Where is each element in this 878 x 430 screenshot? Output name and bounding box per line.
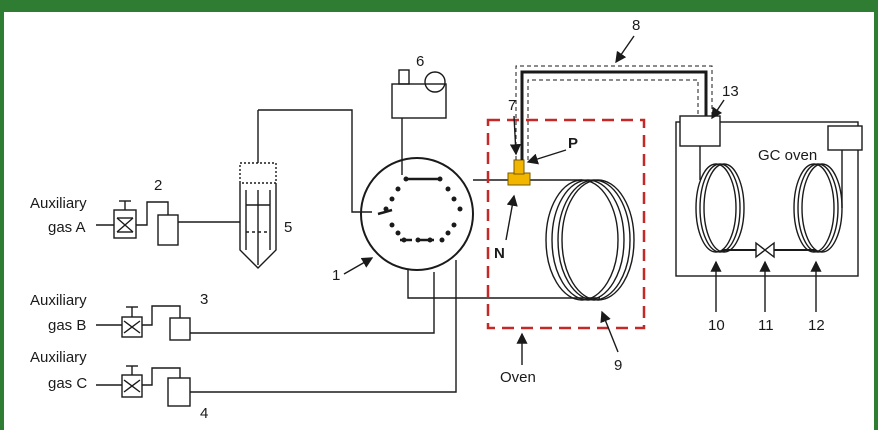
oven-enclosure: [486, 118, 646, 330]
gc-detector: [827, 125, 863, 151]
arrow-8: [615, 35, 635, 64]
transfer-line: [515, 65, 713, 160]
callout-11: 11: [758, 317, 774, 334]
callout-6: 6: [416, 53, 424, 70]
callout-10: 10: [708, 317, 725, 334]
arrow-7: [509, 115, 522, 156]
arrow-1: [343, 257, 374, 275]
callout-9: 9: [614, 357, 622, 374]
gas-b-line: [96, 272, 435, 341]
callout-13: 13: [722, 83, 739, 100]
label-aux-gas-a-line2: gas A: [48, 219, 86, 236]
arrow-13: [711, 99, 725, 120]
label-n: N: [494, 245, 505, 262]
arrow-n: [505, 194, 518, 241]
callout-7: 7: [508, 97, 516, 114]
valve-ports: [377, 176, 463, 243]
callout-1: 1: [332, 267, 340, 284]
arrow-p: [526, 149, 567, 165]
pump: [391, 69, 447, 175]
label-aux-gas-c-line1: Auxiliary: [30, 349, 87, 366]
label-aux-gas-c-line2: gas C: [48, 375, 87, 392]
valve-11: [755, 241, 775, 259]
label-p: P: [568, 135, 578, 152]
label-aux-gas-b-line2: gas B: [48, 317, 86, 334]
label-aux-gas-a-line1: Auxiliary: [30, 195, 87, 212]
gas-a-line: [96, 200, 240, 246]
gc-column-12: [793, 150, 843, 253]
gc-oven-enclosure: [675, 121, 859, 277]
valve-connections: [407, 179, 600, 299]
arrow-9: [600, 310, 619, 353]
callout-4: 4: [200, 405, 208, 422]
column-coil: [530, 179, 635, 301]
sample-vial: [239, 109, 372, 269]
callout-5: 5: [284, 219, 292, 236]
label-gc-oven: GC oven: [758, 147, 817, 164]
callout-2: 2: [154, 177, 162, 194]
gc-column-10: [695, 146, 745, 253]
injector-tee: [507, 159, 531, 186]
gc-inlet-13: [679, 115, 721, 147]
label-oven: Oven: [500, 369, 536, 386]
six-port-valve: [360, 157, 474, 271]
gas-c-line: [96, 260, 457, 407]
callout-3: 3: [200, 291, 208, 308]
callout-8: 8: [632, 17, 640, 34]
callout-12: 12: [808, 317, 825, 334]
figure-header: [4, 0, 874, 12]
label-aux-gas-b-line1: Auxiliary: [30, 292, 87, 309]
